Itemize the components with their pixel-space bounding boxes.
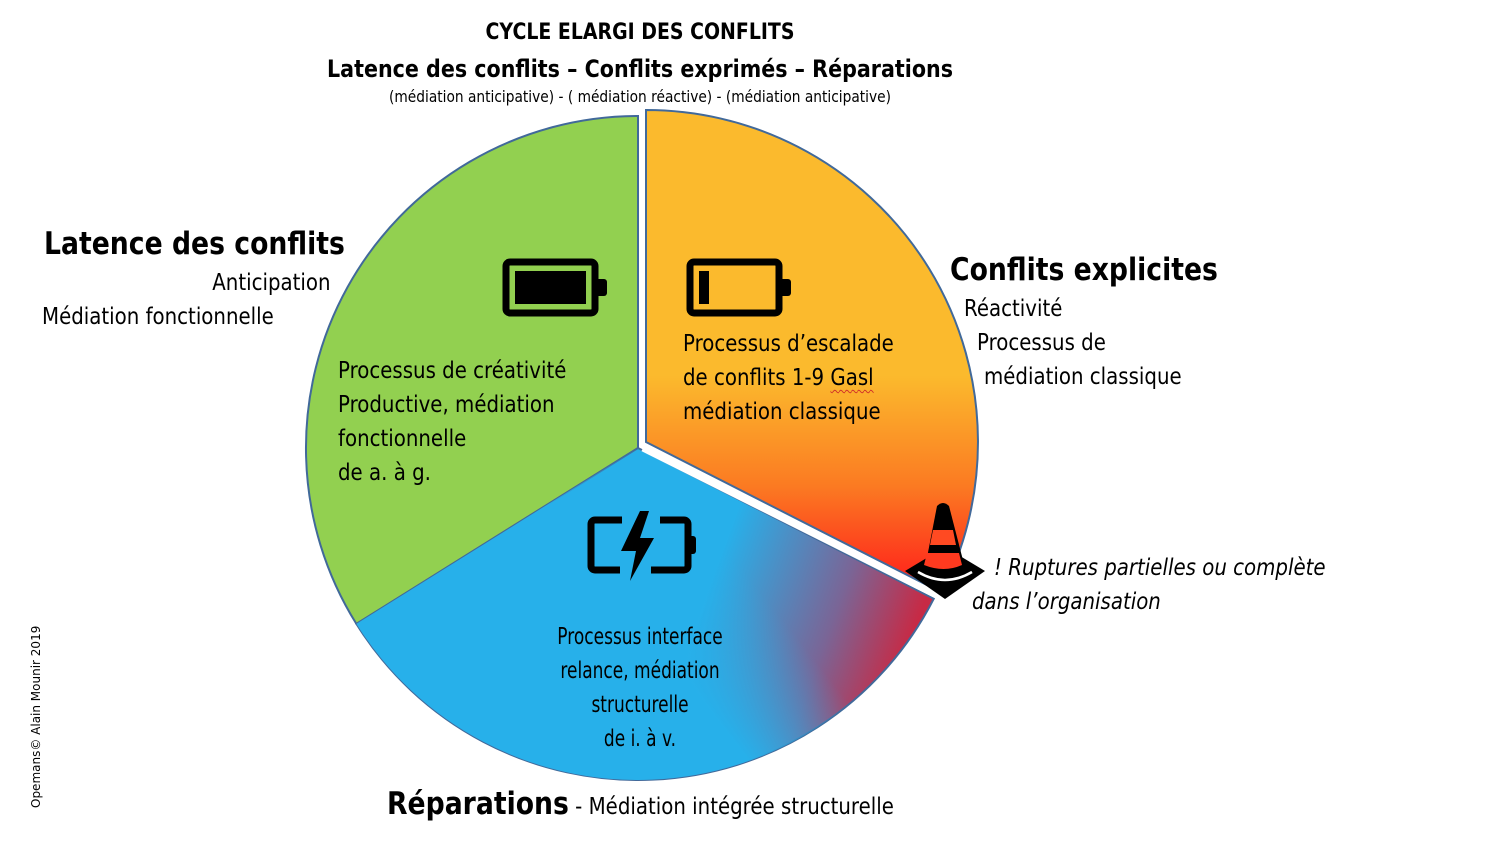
explicites-slice-line: médiation classique bbox=[683, 399, 881, 425]
reparations-heading: Réparations bbox=[387, 786, 569, 822]
latence-anticipation: Anticipation bbox=[212, 270, 331, 296]
warning-line1: ! Ruptures partielles ou complète bbox=[994, 555, 1326, 581]
battery-full-icon bbox=[502, 258, 607, 317]
explicites-reactivite: Réactivité bbox=[964, 296, 1063, 322]
reparations-slice-line: de i. à v. bbox=[603, 726, 677, 752]
reparations-slice-line: relance, médiation bbox=[560, 658, 720, 684]
explicites-slice-line2: de conflits 1-9 bbox=[683, 365, 831, 391]
explicites-slice-line: de conflits 1-9 Gasl bbox=[683, 361, 894, 395]
spellcheck-flagged-word: Gasl bbox=[830, 365, 874, 391]
reparations-tagline: - Médiation intégrée structurelle bbox=[568, 794, 894, 820]
explicites-slice-text: Processus d’escalade de conflits 1-9 Gas… bbox=[683, 327, 894, 429]
diagram-title: CYCLE ELARGI DES CONFLITS bbox=[485, 20, 795, 45]
battery-low-icon bbox=[686, 258, 791, 317]
latence-slice-text: Processus de créativité Productive, médi… bbox=[338, 354, 566, 490]
battery-charging-icon bbox=[587, 511, 696, 581]
latence-slice-line: fonctionnelle bbox=[338, 426, 467, 452]
copyright-note: Opemans© Alain Mounir 2019 bbox=[29, 625, 43, 808]
latence-slice-line: de a. à g. bbox=[338, 460, 431, 486]
explicites-slice-line: Processus d’escalade bbox=[683, 331, 894, 357]
diagram-subtitle: Latence des conflits – Conflits exprimés… bbox=[327, 55, 953, 83]
latence-slice-line: Processus de créativité bbox=[338, 358, 567, 384]
slice-explicites bbox=[645, 108, 979, 595]
slice-gap bbox=[641, 444, 942, 600]
explicites-mediation: médiation classique bbox=[984, 364, 1182, 390]
latence-slice-line: Productive, médiation bbox=[338, 392, 555, 418]
slice-latence bbox=[305, 114, 639, 626]
reparations-slice-line: structurelle bbox=[591, 692, 689, 718]
reparations-label: Réparations - Médiation intégrée structu… bbox=[387, 786, 894, 822]
traffic-cone-icon bbox=[905, 503, 985, 599]
reparations-slice-line: Processus interface bbox=[557, 624, 723, 650]
slice-reparations-overlay bbox=[356, 448, 934, 781]
explicites-heading: Conflits explicites bbox=[950, 252, 1218, 288]
latence-heading: Latence des conflits bbox=[44, 226, 345, 262]
latence-mediation: Médiation fonctionnelle bbox=[42, 304, 274, 330]
warning-line2: dans l’organisation bbox=[972, 589, 1161, 615]
explicites-processus: Processus de bbox=[977, 330, 1106, 356]
diagram-note: (médiation anticipative) - ( médiation r… bbox=[389, 87, 891, 106]
